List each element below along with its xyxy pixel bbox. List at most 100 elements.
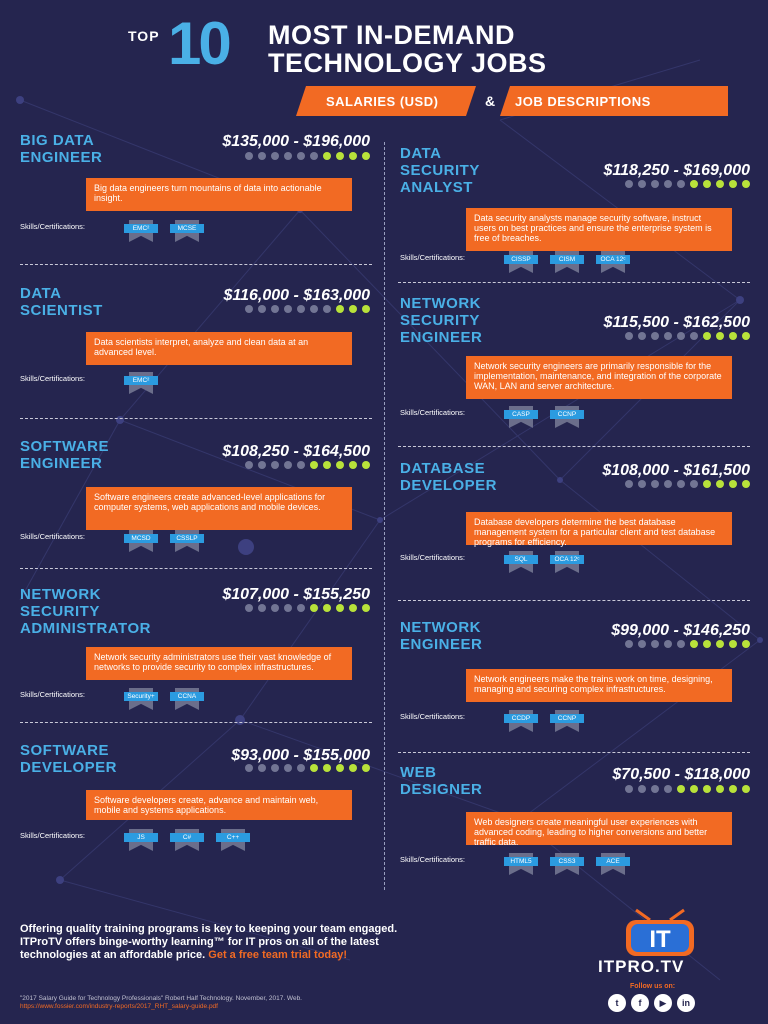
- rating-dot: [258, 764, 266, 772]
- banner-salaries-label: SALARIES (USD): [326, 94, 439, 109]
- certification-badge: CISSP: [504, 251, 538, 273]
- job-description: Software developers create, advance and …: [86, 790, 352, 820]
- rating-dot: [664, 332, 672, 340]
- rating-dot: [323, 461, 331, 469]
- rating-dot: [664, 785, 672, 793]
- salary-range: $108,250 - $164,500: [222, 443, 370, 460]
- rating-dot: [625, 785, 633, 793]
- salary-rating-dots: [625, 640, 750, 650]
- job-description: Big data engineers turn mountains of dat…: [86, 178, 352, 211]
- salary-rating-dots: [625, 480, 750, 490]
- rating-dot: [362, 305, 370, 313]
- certification-name: CCNA: [170, 692, 204, 701]
- salary-range: $99,000 - $146,250: [611, 622, 750, 639]
- certification-badge: SQL: [504, 551, 538, 573]
- rating-dot: [677, 480, 685, 488]
- job-title: DATABASE DEVELOPER: [400, 460, 498, 494]
- rating-dot: [284, 305, 292, 313]
- job-description: Software engineers create advanced-level…: [86, 487, 352, 530]
- rating-dot: [284, 461, 292, 469]
- free-trial-link[interactable]: Get a free team trial today!: [208, 949, 348, 961]
- rating-dot: [245, 764, 253, 772]
- rating-dot: [742, 180, 750, 188]
- salary-rating-dots: [245, 604, 370, 614]
- certification-badge: MCSE: [170, 220, 204, 242]
- rating-dot: [310, 764, 318, 772]
- citation-link[interactable]: https://www.fossier.com/industry-reports…: [20, 1003, 218, 1010]
- certification-name: CCNP: [550, 410, 584, 419]
- certification-name: OCA 12ᶜ: [550, 555, 584, 564]
- rating-dot: [677, 640, 685, 648]
- footer-message: Offering quality training programs is ke…: [20, 923, 510, 962]
- rating-dot: [349, 305, 357, 313]
- job-card: SOFTWARE ENGINEER$108,250 - $164,500: [20, 438, 370, 472]
- rating-dot: [703, 480, 711, 488]
- salary-rating-dots: [625, 332, 750, 342]
- rating-dot: [245, 152, 253, 160]
- header-title-line2: TECHNOLOGY JOBS: [268, 48, 547, 78]
- job-description: Database developers determine the best d…: [466, 512, 732, 547]
- rating-dot: [310, 152, 318, 160]
- banner-ampersand: &: [485, 93, 496, 109]
- rating-dot: [271, 305, 279, 313]
- skill-badges: Security+CCNA: [124, 688, 216, 710]
- certification-badge: HTML5: [504, 853, 538, 875]
- youtube-icon[interactable]: ▶: [654, 994, 672, 1012]
- job-title: DATA SCIENTIST: [20, 285, 103, 319]
- citation-text: "2017 Salary Guide for Technology Profes…: [20, 995, 302, 1002]
- rating-dot: [323, 152, 331, 160]
- rating-dot: [716, 640, 724, 648]
- facebook-icon[interactable]: f: [631, 994, 649, 1012]
- certification-badge: CCNA: [170, 688, 204, 710]
- job-card: DATABASE DEVELOPER$108,000 - $161,500: [400, 460, 750, 494]
- rating-dot: [271, 604, 279, 612]
- rating-dot: [336, 305, 344, 313]
- certification-name: EMC²: [124, 224, 158, 233]
- rating-dot: [703, 640, 711, 648]
- rating-dot: [742, 480, 750, 488]
- certification-badge: EMC²: [124, 220, 158, 242]
- salary-rating-dots: [245, 152, 370, 162]
- rating-dot: [310, 461, 318, 469]
- job-card: DATA SECURITY ANALYST$118,250 - $169,000: [400, 145, 750, 196]
- job-description: Network security engineers are primarily…: [466, 356, 732, 399]
- rating-dot: [729, 180, 737, 188]
- linkedin-icon[interactable]: in: [677, 994, 695, 1012]
- rating-dot: [362, 764, 370, 772]
- rating-dot: [703, 332, 711, 340]
- rating-dot: [703, 785, 711, 793]
- rating-dot: [362, 461, 370, 469]
- skills-label: Skills/Certifications:: [400, 408, 466, 417]
- salary-range: $118,250 - $169,000: [603, 162, 751, 179]
- rating-dot: [703, 180, 711, 188]
- skills-label: Skills/Certifications:: [20, 374, 86, 383]
- rating-dot: [349, 152, 357, 160]
- section-divider: [398, 600, 750, 601]
- rating-dot: [258, 152, 266, 160]
- salary-rating-dots: [245, 305, 370, 315]
- rating-dot: [690, 480, 698, 488]
- certification-name: OCA 12ᶜ: [596, 255, 630, 264]
- rating-dot: [690, 332, 698, 340]
- rating-dot: [336, 152, 344, 160]
- job-title: NETWORK ENGINEER: [400, 619, 483, 653]
- certification-badge: OCA 12ᶜ: [550, 551, 584, 573]
- rating-dot: [638, 332, 646, 340]
- section-divider: [398, 446, 750, 447]
- certification-name: JS: [124, 833, 158, 842]
- rating-dot: [245, 305, 253, 313]
- rating-dot: [362, 152, 370, 160]
- certification-name: SQL: [504, 555, 538, 564]
- rating-dot: [651, 180, 659, 188]
- twitter-icon[interactable]: t: [608, 994, 626, 1012]
- rating-dot: [664, 640, 672, 648]
- job-title: NETWORK SECURITY ENGINEER: [400, 295, 483, 346]
- rating-dot: [284, 764, 292, 772]
- skills-label: Skills/Certifications:: [400, 712, 466, 721]
- salary-rating-dots: [625, 785, 750, 795]
- footer-line-3: technologies at an affordable price.: [20, 949, 206, 961]
- certification-badge: JS: [124, 829, 158, 851]
- skill-badges: EMC² MCSE: [124, 220, 216, 242]
